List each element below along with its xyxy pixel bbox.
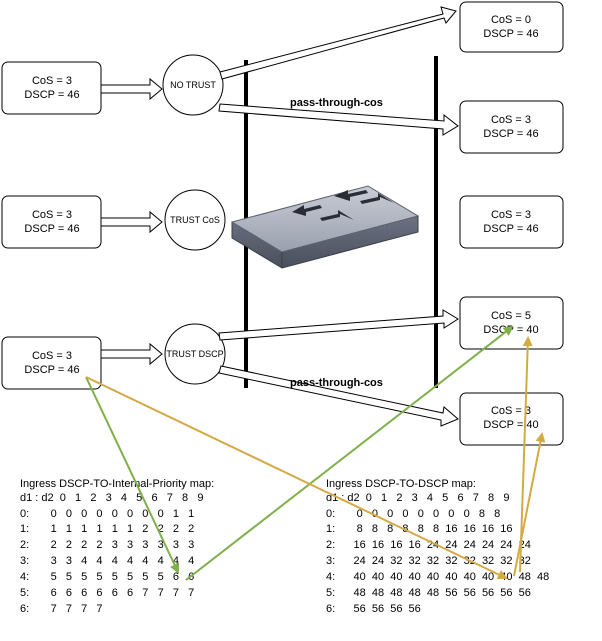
green-arrow-to-output-cos [185, 325, 514, 581]
internal-map-row: 5: 6 6 6 6 6 6 7 7 7 7 [20, 587, 194, 599]
output-arrow-no-trust-up [219, 6, 457, 80]
mode-trust-cos-label: TRUST CoS [170, 215, 220, 225]
output-arrow-trust-dscp-down [218, 365, 459, 427]
internal-map-row: 2: 2 2 2 2 3 3 3 3 3 3 [20, 539, 194, 551]
internal-map-row: 3: 3 3 4 4 4 4 4 4 4 4 [20, 555, 194, 567]
input-arrow-1 [100, 77, 163, 101]
input-arrow-2 [100, 210, 163, 234]
dscp-map-row: 4: 40 40 40 40 40 40 40 40 40 48 48 [326, 571, 549, 583]
input-2-cos: CoS = 3 [32, 209, 72, 221]
input-3-dscp: DSCP = 46 [24, 364, 79, 376]
output-5-dscp: DSCP = 40 [483, 419, 538, 431]
output-2-cos: CoS = 3 [491, 114, 531, 126]
output-box-2: CoS = 3 DSCP = 46 [459, 100, 564, 154]
output-5-cos: CoS = 3 [491, 405, 531, 417]
input-3-cos: CoS = 3 [32, 350, 72, 362]
gold-arrow-to-output-5-dscp [513, 432, 546, 577]
output-box-5: CoS = 3 DSCP = 40 [459, 392, 564, 446]
gold-arrow-to-dscp-map [85, 376, 508, 580]
input-box-1: CoS = 3 DSCP = 46 [1, 61, 102, 115]
gold-arrow-to-output-4-dscp [519, 336, 533, 573]
switch-icon [230, 185, 420, 269]
output-box-4: CoS = 5 DSCP = 40 [459, 296, 564, 350]
output-box-3: CoS = 3 DSCP = 46 [459, 195, 564, 249]
internal-priority-map: Ingress DSCP-TO-Internal-Priority map: d… [20, 478, 214, 615]
dscp-map-row: 0: 0 0 0 0 0 0 0 0 8 8 [326, 508, 500, 520]
dscp-map-title: Ingress DSCP-TO-DSCP map: [326, 478, 476, 490]
output-3-dscp: DSCP = 46 [483, 223, 538, 235]
input-box-2: CoS = 3 DSCP = 46 [1, 195, 102, 249]
pass-through-label-2: pass-through-cos [290, 377, 383, 389]
output-4-cos: CoS = 5 [491, 310, 531, 322]
internal-map-row: 1: 1 1 1 1 1 1 2 2 2 2 [20, 523, 194, 535]
internal-map-header: d1 : d2 0 1 2 3 4 5 6 7 8 9 [20, 492, 203, 504]
output-box-1: CoS = 0 DSCP = 46 [459, 1, 564, 53]
input-box-3: CoS = 3 DSCP = 46 [1, 336, 102, 390]
mode-no-trust: NO TRUST [162, 54, 224, 116]
input-1-cos: CoS = 3 [32, 75, 72, 87]
output-3-cos: CoS = 3 [491, 209, 531, 221]
output-4-dscp: DSCP = 40 [483, 324, 538, 336]
output-arrow-trust-dscp-up [218, 309, 459, 341]
dscp-map-header: d1 : d2 0 1 2 3 4 5 6 7 8 9 [326, 492, 509, 504]
dscp-map-row: 1: 8 8 8 8 8 8 16 16 16 16 [326, 523, 513, 535]
green-arrow-to-internal-map [85, 376, 180, 574]
input-arrow-3 [100, 342, 163, 366]
internal-map-row: 6: 7 7 7 7 [20, 603, 103, 615]
dscp-map-row: 5: 48 48 48 48 48 56 56 56 56 56 [326, 587, 531, 599]
mode-trust-dscp-label: TRUST DSCP [166, 349, 223, 359]
output-1-cos: CoS = 0 [491, 14, 531, 26]
dscp-map-row: 6: 56 56 56 56 [326, 603, 421, 615]
internal-map-title: Ingress DSCP-TO-Internal-Priority map: [20, 478, 214, 490]
output-arrow-no-trust-down [218, 103, 459, 136]
mode-no-trust-label: NO TRUST [170, 80, 216, 90]
output-1-dscp: DSCP = 46 [483, 28, 538, 40]
pass-through-label-1: pass-through-cos [290, 97, 383, 109]
internal-map-row: 0: 0 0 0 0 0 0 0 0 1 1 [20, 508, 194, 520]
mode-trust-cos: TRUST CoS [164, 189, 226, 251]
dscp-to-dscp-map: Ingress DSCP-TO-DSCP map: d1 : d2 0 1 2 … [326, 478, 549, 615]
dscp-map-row: 3: 24 24 32 32 32 32 32 32 32 32 [326, 555, 531, 567]
internal-map-row: 4: 5 5 5 5 5 5 5 5 6 6 [20, 571, 194, 583]
output-2-dscp: DSCP = 46 [483, 128, 538, 140]
mode-trust-dscp: TRUST DSCP [164, 323, 226, 385]
dscp-map-row: 2: 16 16 16 16 24 24 24 24 24 24 [326, 539, 531, 551]
input-1-dscp: DSCP = 46 [24, 89, 79, 101]
input-2-dscp: DSCP = 46 [24, 223, 79, 235]
